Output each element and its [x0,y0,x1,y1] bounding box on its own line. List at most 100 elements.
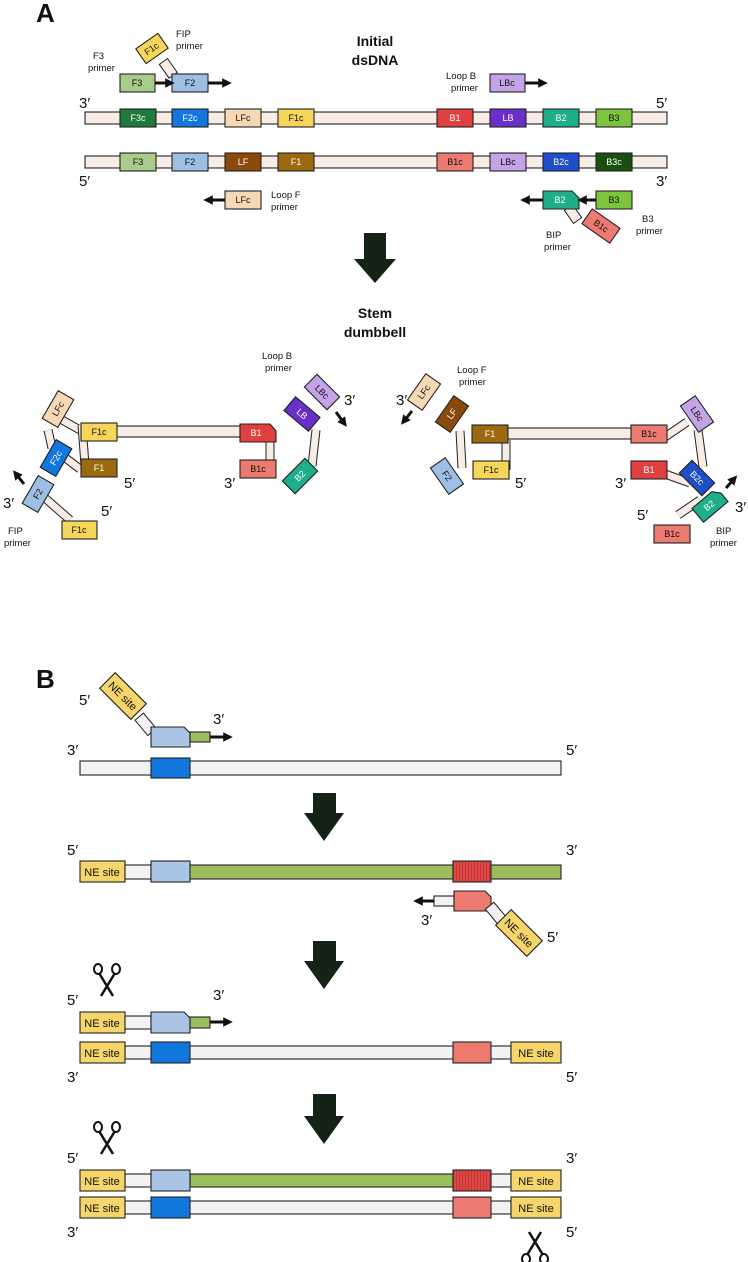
dr-bip-label-line2: primer [710,538,737,549]
dr-lfc [406,372,442,412]
ne-label: NE site [84,1018,119,1030]
b1-template-strand [79,757,562,779]
b4-ne-bottom-left [79,1196,126,1219]
f3-primer-label-line2: primer [88,63,115,74]
b3-nicked-strand: NE site [79,1011,233,1034]
seg-label: LFc [235,113,251,123]
seg-label: B2 [554,195,565,205]
dr-bip-label-line1: BIP [716,526,731,537]
seg-label: F3c [130,113,146,123]
fip-primer-label-line2: primer [176,41,203,52]
b3-label-line1: B3 [642,214,654,225]
seg-label: B1 [643,465,654,475]
seg-label: B3 [608,195,619,205]
b2-blue-box [150,860,191,883]
seg-label: LBc [499,78,515,88]
scissors-icon [93,963,121,997]
dr-lbc [679,394,715,434]
b4-red-hatched [452,1169,492,1192]
b4-3prime: 3′ [566,1150,577,1167]
ne-label: NE site [84,1176,119,1188]
bottom-strand-3prime: 3′ [656,173,667,190]
dl-loop-b-label-line2: primer [265,363,292,374]
dl-lbc-arrow [334,411,347,427]
loop-f-lfc-box [224,190,262,210]
dl-b1c [239,459,277,479]
dr-3prime-top: 3′ [396,392,407,409]
b3-label-line2: primer [636,226,663,237]
b4-5prime: 5′ [67,1150,78,1167]
dr-3prime-b1: 3′ [615,475,626,492]
loop-f-primer: LFc [203,190,262,210]
seg-LF [224,152,262,172]
b3-3prime-bottom: 3′ [67,1069,78,1086]
seg-label: F1c [288,113,304,123]
seg-label: B2c [553,157,569,167]
b3-primer-box [595,190,633,210]
step-arrow-b2 [304,941,344,989]
dl-3prime-top: 3′ [344,392,355,409]
dl-5prime-right: 5′ [124,475,135,492]
f3-primer: F3 [119,73,175,93]
b1-extension-green [189,731,211,743]
b2-3prime: 3′ [566,842,577,859]
seg-B3 [595,108,633,128]
dl-lbc [303,373,341,411]
seg-label: B1c [664,529,680,539]
b2-ne-site-rev [494,908,544,958]
b3-5prime-bottom: 5′ [566,1069,577,1086]
b1-primer-box [150,726,191,748]
loop-b-label-line1: Loop B [446,71,476,82]
b4-salmon [452,1196,492,1219]
b4-ne-top-left [79,1169,126,1192]
initial-dsdna-title-line1: Initial [357,33,394,49]
seg-label: F3 [133,157,144,167]
b2-5prime: 5′ [67,842,78,859]
seg-label: B1c [447,157,463,167]
dr-b2 [691,491,729,523]
seg-label: F2 [31,487,45,501]
fip-f1c-box [134,32,169,65]
seg-label: B1c [250,464,266,474]
dr-5prime-tail: 5′ [637,507,648,524]
ne-label: NE site [518,1176,553,1188]
dl-f1 [80,458,118,478]
b2-5prime-rev: 5′ [547,929,558,946]
dl-f1c-tail [61,520,98,540]
b1-ne-site [98,671,148,721]
bip-b1c-box [581,208,621,244]
seg-LB [489,108,527,128]
loop-b-primer: LBc [489,73,548,93]
b1-3prime-template: 3′ [67,742,78,759]
dr-f1c [472,460,510,480]
initial-dsdna-title-line2: dsDNA [352,52,399,68]
b3-5prime: 5′ [67,992,78,1009]
seg-F1 [277,152,315,172]
dr-5prime-f1c: 5′ [515,475,526,492]
dr-lf [434,394,470,434]
bottom-strand-5prime: 5′ [79,173,90,190]
step-arrow-a [354,233,396,283]
seg-label: F1c [483,465,499,475]
seg-LFc [224,108,262,128]
seg-label: F1c [71,525,87,535]
dr-f1 [471,424,509,444]
seg-F2 [171,152,209,172]
seg-label: B2 [555,113,566,123]
b1-template-blue [150,757,191,779]
dr-f2 [429,456,465,496]
dl-3prime-left: 3′ [3,495,14,512]
b4-5prime-bottom: 5′ [566,1224,577,1241]
dr-b1c-tail [653,524,691,544]
b1-3prime-primer: 3′ [213,711,224,728]
ne-label: NE site [84,1203,119,1215]
dr-lfc-arrow [401,410,414,425]
fip-primer-top: F1c F2 [134,32,232,93]
seg-B2 [542,108,580,128]
b3-template-strand: NE site NE site [79,1041,562,1064]
dl-fip-label-line1: FIP [8,526,23,537]
seg-label: B1 [250,428,261,438]
b3-ne-right [510,1041,562,1064]
b2-extended-strand: NE site [79,860,562,883]
seg-B1 [436,108,474,128]
